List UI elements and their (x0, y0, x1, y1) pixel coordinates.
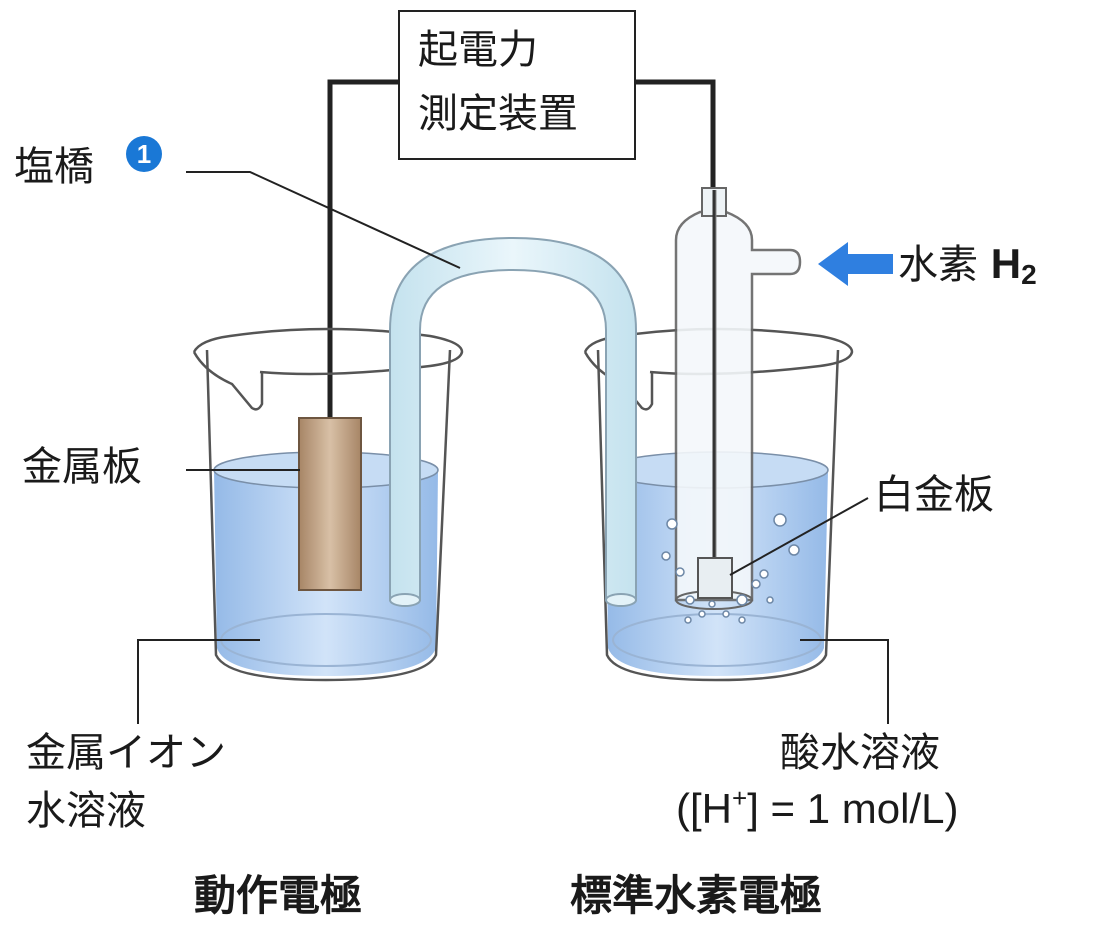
metal-ion-solution-label-line2: 水溶液 (26, 788, 146, 834)
acid-concentration-close: ] = 1 mol/L) (747, 785, 959, 832)
metal-plate-label: 金属板 (22, 444, 142, 490)
platinum-plate-label: 白金板 (874, 472, 994, 518)
wire-left (327, 79, 398, 420)
salt-bridge-label: 塩橋 (14, 144, 94, 190)
working-electrode-title: 動作電極 (194, 871, 363, 920)
hydrogen-electrode-tube (674, 187, 802, 610)
hydrogen-formula-sub: 2 (1021, 259, 1037, 290)
standard-hydrogen-electrode-title: 標準水素電極 (570, 871, 823, 920)
hydrogen-formula: H2 (990, 240, 1037, 290)
metal-plate (298, 417, 362, 591)
hydrogen-label: 水素 H2 (898, 240, 1037, 291)
wire-right (636, 79, 716, 192)
hydrogen-text: 水素 (898, 242, 978, 288)
acid-solution-label: 酸水溶液 (780, 730, 940, 776)
hydrogen-formula-main: H (990, 240, 1022, 287)
platinum-plate (697, 557, 733, 599)
metal-ion-solution-label-line1: 金属イオン (26, 730, 226, 776)
device-label-line2: 測定装置 (418, 91, 578, 137)
hydrogen-bubbles (661, 513, 800, 624)
acid-concentration-sup: + (732, 783, 748, 813)
salt-bridge (389, 236, 637, 607)
note-number-badge: 1 (126, 136, 162, 172)
hydrogen-arrow (818, 242, 893, 286)
device-label-line1: 起電力 (418, 27, 538, 73)
acid-concentration-label: ([H+] = 1 mol/L) (676, 783, 959, 833)
acid-concentration-open: ([H (676, 785, 732, 832)
emf-measuring-device: 起電力 測定装置 (398, 10, 636, 160)
leader-lines (137, 171, 889, 724)
